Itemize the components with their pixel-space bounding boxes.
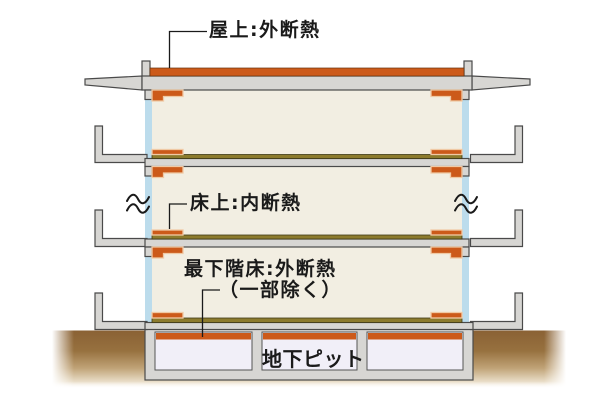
roof-parapet-left: [141, 60, 151, 78]
floor-insulation-upturn: [430, 311, 463, 319]
roof-eave-right: [471, 75, 531, 91]
pit-ceiling-insulation: [156, 333, 462, 340]
leader-roof: [168, 30, 207, 68]
ceiling-corner-insulation: [430, 89, 463, 102]
pit-insulation-1: [156, 333, 251, 340]
lowest-floor-insulation-label-line2: （一部除く）: [219, 279, 343, 301]
wall-stub: [144, 246, 153, 258]
balcony-left-middle: [94, 209, 148, 248]
floor-slab-lower: [144, 238, 470, 248]
floor-insulation-olive-lower: [151, 234, 463, 240]
floor-insulation-label: 床上:内断熱: [190, 192, 302, 214]
floor-insulation-upturn: [151, 229, 184, 236]
wall-stub: [461, 246, 470, 258]
floor-insulation-olive-middle: [151, 154, 463, 159]
ceiling-corner-insulation: [430, 246, 463, 259]
balcony-right-upper: [469, 125, 524, 164]
floor-slab-ground: [144, 321, 474, 331]
wall-stub: [461, 89, 470, 101]
pit-label: 地下ピット: [262, 347, 365, 371]
leader-lowest-floor: [201, 289, 220, 337]
ceiling-corner-insulation: [151, 89, 184, 102]
pit-insulation-3: [368, 333, 462, 340]
floor-top-insulation-layers: [151, 154, 463, 323]
roof-insulation-label: 屋上:外断熱: [209, 19, 321, 41]
pit-insulation-2: [263, 333, 356, 340]
ceiling-corner-insulation: [430, 165, 463, 179]
wall-stub: [144, 165, 153, 177]
ceiling-corner-insulation: [151, 165, 184, 179]
balcony-left-upper: [94, 125, 148, 164]
lowest-floor-insulation-label-line1: 最下階床:外断熱: [184, 258, 337, 280]
leader-floor: [168, 203, 187, 229]
ceiling-corner-insulation: [151, 246, 184, 259]
building-interior: [152, 76, 462, 322]
roof-insulation: [149, 67, 465, 77]
balcony-left-lower: [94, 292, 148, 331]
floor-insulation-olive-ground: [151, 317, 463, 323]
floor-insulation-upturn: [151, 148, 184, 156]
balcony-right-lower: [469, 292, 524, 331]
concrete-frame: [84, 60, 531, 331]
roof-eave-left: [84, 75, 143, 91]
lowest-floor-insulation-label: 最下階床:外断熱 （一部除く）: [184, 259, 342, 301]
roof-parapet-right: [463, 60, 473, 78]
wall-stub: [144, 89, 153, 101]
floor-insulation-upturn: [151, 311, 184, 319]
floor-insulation-upturn: [430, 148, 463, 156]
roof-slab: [141, 75, 473, 91]
wall-stub: [461, 165, 470, 177]
floor-slab-middle: [144, 157, 470, 168]
floor-insulation-upturn: [430, 229, 463, 236]
orange-insulation: [149, 67, 465, 319]
balcony-right-middle: [469, 209, 524, 248]
